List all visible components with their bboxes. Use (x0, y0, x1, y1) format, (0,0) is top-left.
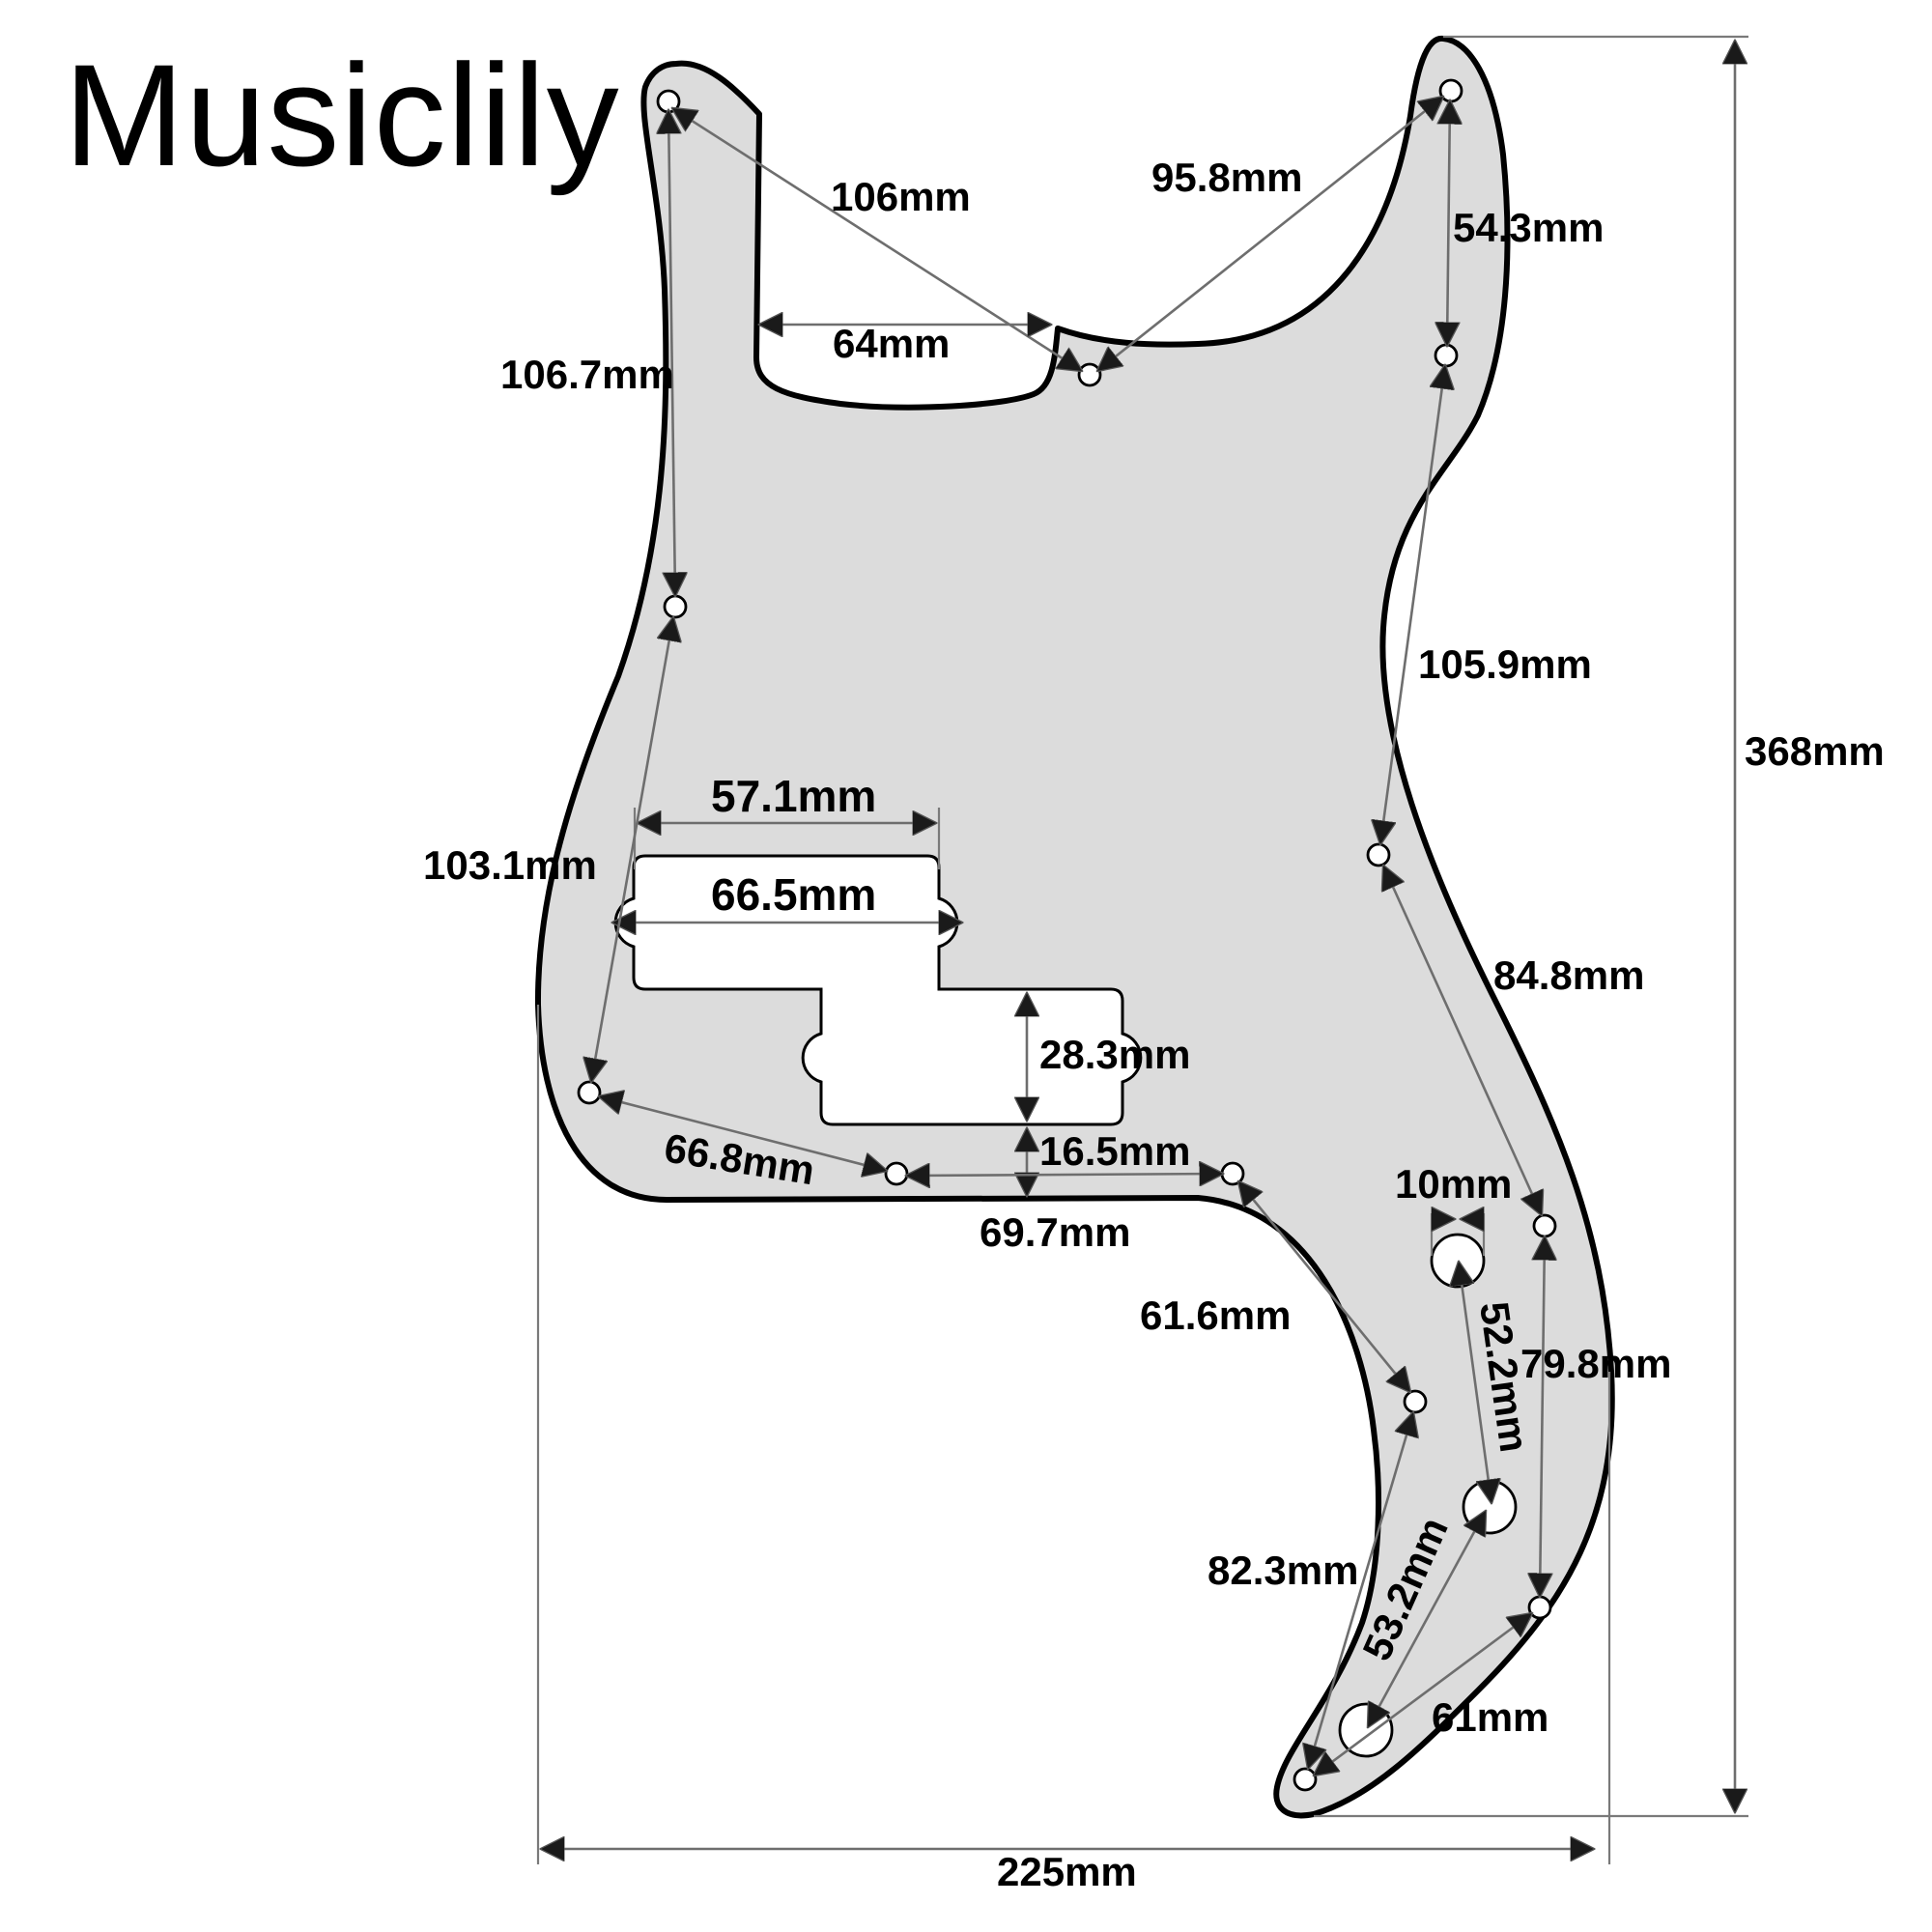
label-horn-notch: 106mm (831, 174, 971, 219)
label-bottom-holes: 69.7mm (980, 1209, 1130, 1255)
label-overall-width: 225mm (997, 1849, 1137, 1894)
mount-hole-tail (1403, 1389, 1428, 1414)
label-right-lower: 84.8mm (1493, 952, 1644, 998)
label-neck-pocket: 64mm (833, 321, 950, 366)
label-pickup-ear: 66.5mm (711, 869, 876, 920)
mount-hole-horn (656, 89, 681, 114)
mount-hole-right-lower (1532, 1213, 1557, 1238)
brand-logo: Musiclily (64, 34, 620, 196)
label-tail-tip: 82.3mm (1208, 1548, 1358, 1593)
control-hole-top (1430, 1233, 1486, 1289)
mount-hole-left-upper (663, 594, 688, 619)
mount-hole-tip (1293, 1767, 1318, 1792)
mount-hole-notch (1077, 362, 1102, 387)
mount-hole-right-lower-2 (1527, 1595, 1552, 1620)
label-overall-height: 368mm (1745, 728, 1885, 774)
label-right-mid: 105.9mm (1418, 641, 1592, 687)
label-left-lower: 103.1mm (423, 842, 597, 888)
mount-hole-top-right (1438, 78, 1463, 103)
label-top-right-spacing: 54.3mm (1453, 205, 1604, 250)
control-hole-bottom (1338, 1702, 1394, 1758)
label-right-tail: 79.8mm (1520, 1341, 1671, 1386)
mount-hole-bottom-b (1220, 1161, 1245, 1186)
mount-hole-right-mid (1366, 842, 1391, 867)
mount-hole-left-lower (577, 1080, 602, 1105)
label-tip-right: 61mm (1432, 1694, 1548, 1740)
mount-hole-right-upper (1434, 343, 1459, 368)
label-left-upper: 106.7mm (500, 352, 674, 397)
label-pickup-height: 28.3mm (1039, 1032, 1190, 1077)
label-control-diameter: 10mm (1395, 1161, 1512, 1207)
mount-hole-bottom-a (884, 1161, 909, 1186)
label-tail: 61.6mm (1140, 1293, 1291, 1338)
label-pickup-mount: 57.1mm (711, 771, 876, 821)
label-pickup-to-edge: 16.5mm (1039, 1128, 1190, 1174)
dimension-lines (536, 35, 1748, 1864)
label-notch-top-right: 95.8mm (1151, 155, 1302, 200)
